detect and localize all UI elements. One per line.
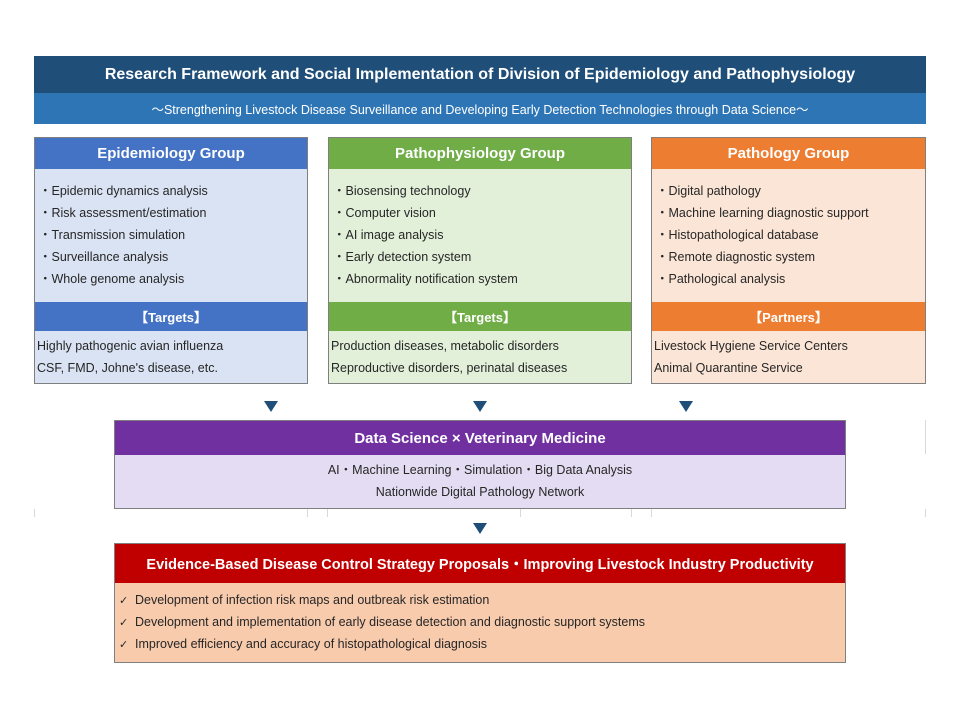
divider [34, 509, 35, 517]
targets-list: Production diseases, metabolic disorders… [329, 331, 631, 383]
data-science-box: Data Science × Veterinary Medicine AI・Ma… [114, 420, 846, 509]
targets-header: 【Targets】 [329, 302, 631, 331]
diagram-title: Research Framework and Social Implementa… [34, 56, 926, 93]
group-title: Pathophysiology Group [329, 138, 631, 169]
group-title: Epidemiology Group [35, 138, 307, 169]
target-item: Reproductive disorders, perinatal diseas… [331, 361, 568, 375]
group-item-list: ・Epidemic dynamics analysis ・Risk assess… [35, 169, 307, 302]
group-item: ・Digital pathology [656, 184, 761, 198]
group-item: ・Surveillance analysis [39, 250, 169, 264]
divider [651, 509, 652, 517]
group-item: ・AI image analysis [333, 228, 444, 242]
group-item: ・Transmission simulation [39, 228, 186, 242]
outcome-item: ✓ Improved efficiency and accuracy of his… [119, 633, 845, 655]
partner-item: Livestock Hygiene Service Centers [654, 339, 848, 353]
group-title: Pathology Group [652, 138, 925, 169]
pathology-group-box: Pathology Group ・Digital pathology ・Mach… [651, 137, 926, 384]
group-item: ・Epidemic dynamics analysis [39, 184, 208, 198]
down-arrow-icon [473, 523, 487, 534]
partners-list: Livestock Hygiene Service Centers Animal… [652, 331, 925, 383]
divider [631, 509, 632, 517]
group-item: ・Histopathological database [656, 228, 819, 242]
target-item: CSF, FMD, Johne's disease, etc. [37, 361, 218, 375]
outcome-item: ✓ Development and implementation of early… [119, 611, 845, 633]
checkmark-icon: ✓ [119, 639, 129, 651]
group-item: ・Risk assessment/estimation [39, 206, 207, 220]
outcome-title: Evidence-Based Disease Control Strategy … [115, 544, 845, 583]
group-item: ・Computer vision [333, 206, 436, 220]
partner-item: Animal Quarantine Service [654, 361, 803, 375]
group-item: ・Biosensing technology [333, 184, 471, 198]
diagram-subtitle: ～Strengthening Livestock Disease Surveil… [34, 93, 926, 124]
group-item-list: ・Biosensing technology ・Computer vision … [329, 169, 631, 302]
divider [307, 509, 308, 517]
down-arrow-icon [473, 401, 487, 412]
divider [520, 509, 521, 517]
targets-header: 【Targets】 [35, 302, 307, 331]
group-item: ・Remote diagnostic system [656, 250, 816, 264]
targets-list: Highly pathogenic avian influenza CSF, F… [35, 331, 307, 383]
data-science-line: AI・Machine Learning・Simulation・Big Data … [327, 463, 633, 477]
data-science-body: AI・Machine Learning・Simulation・Big Data … [115, 455, 845, 508]
checkmark-icon: ✓ [119, 595, 129, 607]
group-item: ・Machine learning diagnostic support [656, 206, 869, 220]
target-item: Production diseases, metabolic disorders [331, 339, 559, 353]
down-arrow-icon [264, 401, 278, 412]
group-item-list: ・Digital pathology ・Machine learning dia… [652, 169, 925, 302]
outcome-item-text: Improved efficiency and accuracy of hist… [135, 637, 488, 651]
outcome-item-text: Development of infection risk maps and o… [135, 593, 490, 607]
group-item: ・Pathological analysis [656, 272, 786, 286]
target-item: Highly pathogenic avian influenza [37, 339, 224, 353]
divider [327, 509, 328, 517]
outcome-box: Evidence-Based Disease Control Strategy … [114, 543, 846, 663]
partners-header: 【Partners】 [652, 302, 925, 331]
group-item: ・Abnormality notification system [333, 272, 518, 286]
outcome-body: ✓ Development of infection risk maps and … [115, 583, 845, 662]
epidemiology-group-box: Epidemiology Group ・Epidemic dynamics an… [34, 137, 308, 384]
checkmark-icon: ✓ [119, 617, 129, 629]
group-item: ・Whole genome analysis [39, 272, 185, 286]
divider [925, 420, 926, 454]
down-arrow-icon [679, 401, 693, 412]
pathophysiology-group-box: Pathophysiology Group ・Biosensing techno… [328, 137, 632, 384]
outcome-item: ✓ Development of infection risk maps and … [119, 589, 845, 611]
data-science-line: Nationwide Digital Pathology Network [375, 485, 585, 499]
outcome-item-text: Development and implementation of early … [135, 615, 646, 629]
group-item: ・Early detection system [333, 250, 472, 264]
divider [925, 509, 926, 517]
data-science-title: Data Science × Veterinary Medicine [115, 421, 845, 455]
